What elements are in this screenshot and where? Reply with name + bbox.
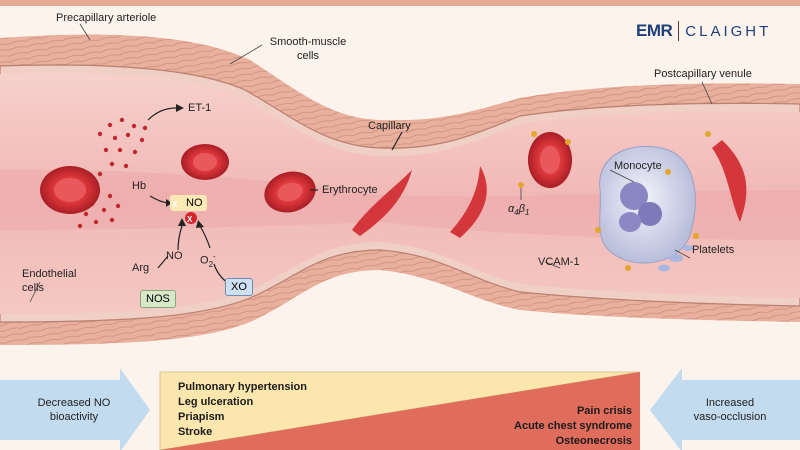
- left-blue-arrow: [0, 368, 150, 450]
- x-mark-2: X: [187, 215, 193, 224]
- label-capillary: Capillary: [368, 120, 411, 132]
- left-complications-list: Pulmonary hypertension Leg ulceration Pr…: [178, 380, 307, 440]
- label-hb: Hb: [132, 180, 147, 192]
- leader-lines: [29, 23, 713, 303]
- label-endothelial-cells: cells: [22, 282, 45, 294]
- label-smooth-muscle-cells: cells: [296, 50, 320, 62]
- increased-vaso-occlusion: Increased vaso-occlusion: [693, 397, 767, 423]
- erythrocyte-labeled: [264, 171, 316, 213]
- sickle-cell-3: [712, 140, 747, 222]
- label-arg: Arg: [132, 262, 150, 274]
- adhesion-molecules: [518, 131, 711, 271]
- label-et1: ET-1: [188, 102, 212, 114]
- erythrocyte-right: [528, 132, 572, 188]
- label-postcapillary-venule: Postcapillary venule: [654, 68, 752, 80]
- inhibition-x-2: [185, 212, 197, 224]
- red-wedge: [160, 372, 640, 450]
- list-item: Stroke: [178, 426, 213, 438]
- label-erythrocyte: Erythrocyte: [322, 184, 378, 196]
- no-particles: [77, 117, 148, 229]
- list-item: Priapism: [178, 411, 225, 423]
- list-item: Osteonecrosis: [555, 435, 632, 447]
- platelets-cluster: [658, 245, 693, 272]
- monocyte-cell: [599, 145, 696, 264]
- right-complications-list: Pain crisis Acute chest syndrome Osteone…: [470, 404, 632, 449]
- decreased-no-bioactivity: Decreased NO bioactivity: [37, 397, 111, 423]
- label-smooth-muscle: Smooth-muscle: [269, 36, 347, 48]
- sickle-cell-2: [450, 166, 487, 238]
- label-nos: NOS: [140, 290, 176, 308]
- x-mark-1: X: [172, 200, 178, 209]
- label-o2: O2-: [200, 252, 216, 269]
- right-blue-arrow: [650, 368, 800, 450]
- label-platelets: Platelets: [692, 244, 735, 256]
- emr-claight-logo: EMR CLAIGHT: [636, 21, 772, 41]
- label-no-mid: NO: [166, 250, 183, 262]
- erythrocyte-left: [40, 166, 100, 214]
- label-xo: XO: [225, 278, 253, 296]
- list-item: Leg ulceration: [178, 396, 254, 408]
- sickle-cell-1: [352, 170, 412, 236]
- top-border: [0, 0, 800, 6]
- label-no-top: NO: [170, 195, 207, 211]
- label-vcam1: VCAM-1: [538, 256, 580, 268]
- arrow-heads: [166, 104, 204, 228]
- list-item: Pain crisis: [576, 405, 632, 417]
- label-alpha4-beta1: α4β1: [508, 203, 530, 218]
- label-monocyte: Monocyte: [614, 160, 662, 172]
- erythrocyte-upper: [181, 144, 229, 180]
- label-precapillary-arteriole: Precapillary arteriole: [56, 12, 157, 24]
- list-item: Pulmonary hypertension: [178, 381, 307, 393]
- list-item: Acute chest syndrome: [514, 420, 632, 432]
- label-endothelial: Endothelial: [22, 268, 77, 280]
